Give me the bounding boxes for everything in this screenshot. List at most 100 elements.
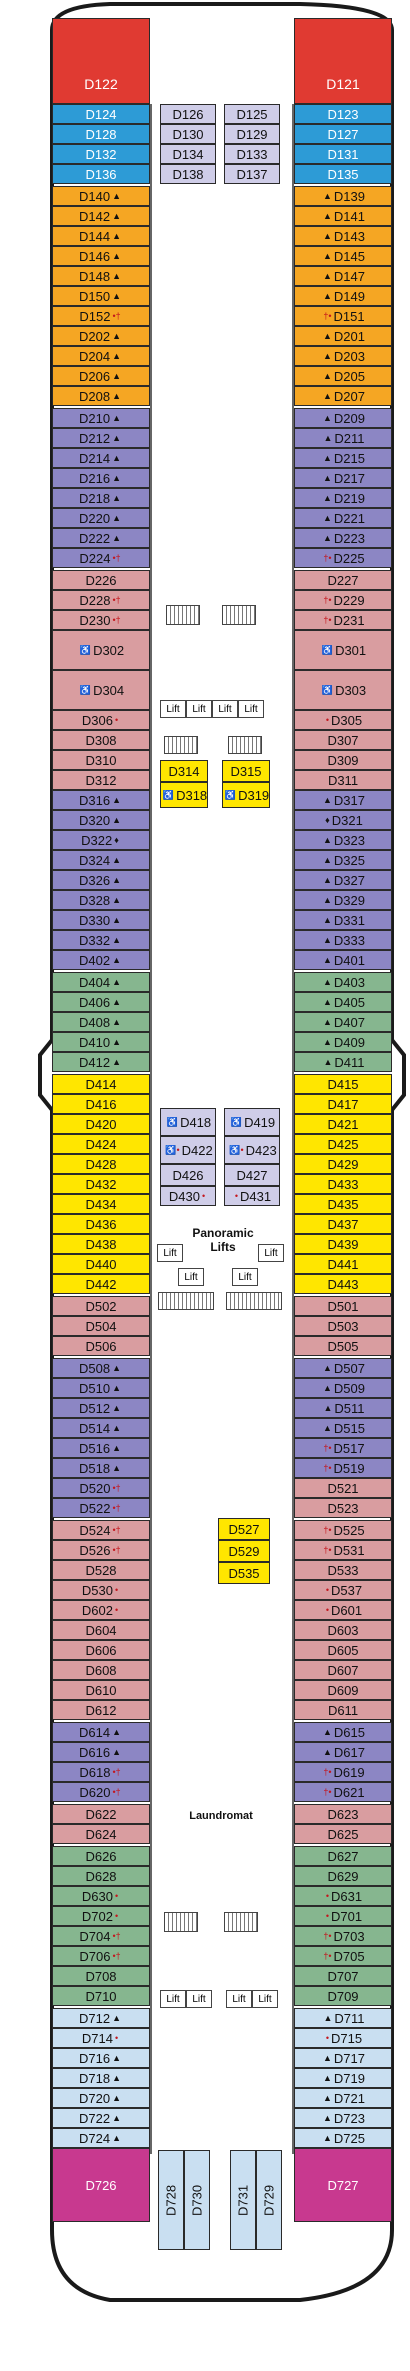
cabin-d303[interactable]: ♿D303 [294,670,392,710]
cabin-d320[interactable]: D320▲ [52,810,150,830]
cabin-d329[interactable]: ▲D329 [294,890,392,910]
cabin-d138[interactable]: D138 [160,164,216,184]
cabin-d231[interactable]: †•D231 [294,610,392,630]
cabin-d217[interactable]: ▲D217 [294,468,392,488]
cabin-d727[interactable]: D727 [294,2148,392,2222]
cabin-d311[interactable]: D311 [294,770,392,790]
cabin-d522[interactable]: D522•† [52,1498,150,1518]
cabin-d710[interactable]: D710 [52,1986,150,2006]
cabin-d132[interactable]: D132 [52,144,150,164]
cabin-d441[interactable]: D441 [294,1254,392,1274]
cabin-d415[interactable]: D415 [294,1074,392,1094]
cabin-d136[interactable]: D136 [52,164,150,184]
cabin-d706[interactable]: D706•† [52,1946,150,1966]
cabin-d142[interactable]: D142▲ [52,206,150,226]
cabin-d205[interactable]: ▲D205 [294,366,392,386]
cabin-d210[interactable]: D210▲ [52,408,150,428]
cabin-d222[interactable]: D222▲ [52,528,150,548]
cabin-d219[interactable]: ▲D219 [294,488,392,508]
cabin-d701[interactable]: •D701 [294,1906,392,1926]
cabin-d604[interactable]: D604 [52,1620,150,1640]
cabin-d204[interactable]: D204▲ [52,346,150,366]
cabin-d223[interactable]: ▲D223 [294,528,392,548]
cabin-d403[interactable]: ▲D403 [294,972,392,992]
cabin-d705[interactable]: †•D705 [294,1946,392,1966]
cabin-d148[interactable]: D148▲ [52,266,150,286]
cabin-d425[interactable]: D425 [294,1134,392,1154]
cabin-d306[interactable]: D306• [52,710,150,730]
cabin-d523[interactable]: D523 [294,1498,392,1518]
cabin-d531[interactable]: †•D531 [294,1540,392,1560]
cabin-d130[interactable]: D130 [160,124,216,144]
cabin-d731[interactable]: D731 [230,2150,256,2250]
cabin-d530[interactable]: D530• [52,1580,150,1600]
cabin-d328[interactable]: D328▲ [52,890,150,910]
cabin-d149[interactable]: ▲D149 [294,286,392,306]
cabin-d414[interactable]: D414 [52,1074,150,1094]
cabin-d409[interactable]: ▲D409 [294,1032,392,1052]
cabin-d432[interactable]: D432 [52,1174,150,1194]
cabin-d503[interactable]: D503 [294,1316,392,1336]
cabin-d302[interactable]: ♿D302 [52,630,150,670]
cabin-d501[interactable]: D501 [294,1296,392,1316]
cabin-d629[interactable]: D629 [294,1866,392,1886]
cabin-d141[interactable]: ▲D141 [294,206,392,226]
cabin-d314[interactable]: D314 [160,760,208,782]
cabin-d301[interactable]: ♿D301 [294,630,392,670]
cabin-d326[interactable]: D326▲ [52,870,150,890]
cabin-d402[interactable]: D402▲ [52,950,150,970]
cabin-d723[interactable]: ▲D723 [294,2108,392,2128]
cabin-d323[interactable]: ▲D323 [294,830,392,850]
cabin-d729[interactable]: D729 [256,2150,282,2250]
cabin-d151[interactable]: †•D151 [294,306,392,326]
cabin-d146[interactable]: D146▲ [52,246,150,266]
cabin-d537[interactable]: •D537 [294,1580,392,1600]
cabin-d122[interactable]: D122 [52,18,150,104]
cabin-d602[interactable]: D602• [52,1600,150,1620]
cabin-d714[interactable]: D714• [52,2028,150,2048]
cabin-d431[interactable]: •D431 [224,1186,280,1206]
cabin-d421[interactable]: D421 [294,1114,392,1134]
cabin-d401[interactable]: ▲D401 [294,950,392,970]
cabin-d429[interactable]: D429 [294,1154,392,1174]
cabin-d305[interactable]: •D305 [294,710,392,730]
cabin-d512[interactable]: D512▲ [52,1398,150,1418]
cabin-d505[interactable]: D505 [294,1336,392,1356]
cabin-d725[interactable]: ▲D725 [294,2128,392,2148]
cabin-d221[interactable]: ▲D221 [294,508,392,528]
cabin-d527[interactable]: D527 [218,1518,270,1540]
cabin-d427[interactable]: D427 [224,1164,280,1186]
cabin-d418[interactable]: ♿D418 [160,1108,216,1136]
cabin-d502[interactable]: D502 [52,1296,150,1316]
cabin-d617[interactable]: ▲D617 [294,1742,392,1762]
cabin-d521[interactable]: D521 [294,1478,392,1498]
cabin-d730[interactable]: D730 [184,2150,210,2250]
cabin-d440[interactable]: D440 [52,1254,150,1274]
cabin-d628[interactable]: D628 [52,1866,150,1886]
cabin-d230[interactable]: D230•† [52,610,150,630]
cabin-d318[interactable]: ♿D318 [160,782,208,808]
cabin-d229[interactable]: †•D229 [294,590,392,610]
cabin-d207[interactable]: ▲D207 [294,386,392,406]
cabin-d150[interactable]: D150▲ [52,286,150,306]
cabin-d424[interactable]: D424 [52,1134,150,1154]
cabin-d201[interactable]: ▲D201 [294,326,392,346]
cabin-d507[interactable]: ▲D507 [294,1358,392,1378]
cabin-d144[interactable]: D144▲ [52,226,150,246]
cabin-d214[interactable]: D214▲ [52,448,150,468]
cabin-d436[interactable]: D436 [52,1214,150,1234]
cabin-d626[interactable]: D626 [52,1846,150,1866]
cabin-d612[interactable]: D612 [52,1700,150,1720]
cabin-d614[interactable]: D614▲ [52,1722,150,1742]
cabin-d134[interactable]: D134 [160,144,216,164]
cabin-d408[interactable]: D408▲ [52,1012,150,1032]
cabin-d228[interactable]: D228•† [52,590,150,610]
cabin-d711[interactable]: ▲D711 [294,2008,392,2028]
cabin-d410[interactable]: D410▲ [52,1032,150,1052]
cabin-d609[interactable]: D609 [294,1680,392,1700]
cabin-d715[interactable]: •D715 [294,2028,392,2048]
cabin-d319[interactable]: ♿D319 [222,782,270,808]
cabin-d147[interactable]: ▲D147 [294,266,392,286]
cabin-d333[interactable]: ▲D333 [294,930,392,950]
cabin-d526[interactable]: D526•† [52,1540,150,1560]
